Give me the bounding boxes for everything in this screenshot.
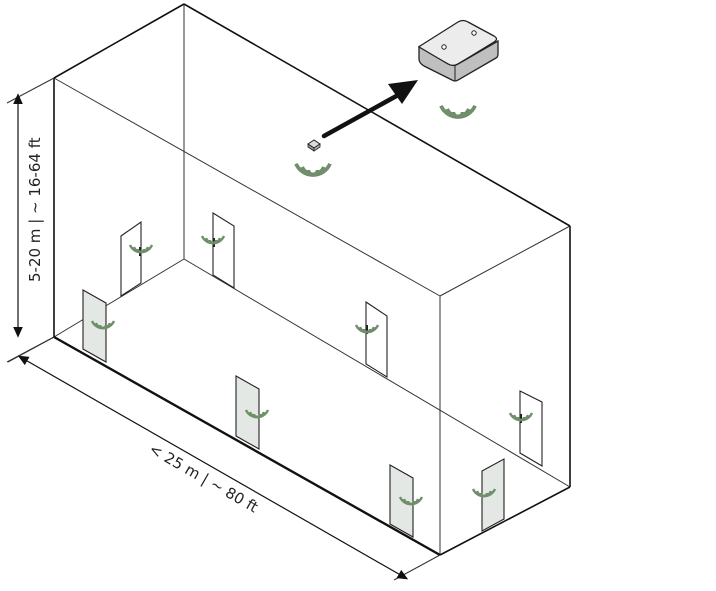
gateway-box-icon [418, 19, 499, 82]
door-back-left [120, 220, 142, 298]
door-back-right [365, 300, 388, 378]
pointer-arrow-icon [321, 80, 418, 139]
door-right-wall [519, 390, 543, 467]
door-back-center [212, 212, 235, 289]
ceiling-device-icon [307, 139, 321, 152]
length-dimension: < 25 m | ~ 80 ft [7, 336, 441, 581]
length-label: < 25 m | ~ 80 ft [146, 440, 261, 517]
wifi-signal-icon [294, 161, 332, 177]
height-label: 5-20 m | ~ 16-64 ft [26, 137, 44, 282]
door-right-front [481, 458, 505, 532]
height-dimension: 5-20 m | ~ 16-64 ft [6, 77, 55, 363]
doors [82, 212, 543, 538]
wifi-signal-icon [439, 103, 477, 119]
